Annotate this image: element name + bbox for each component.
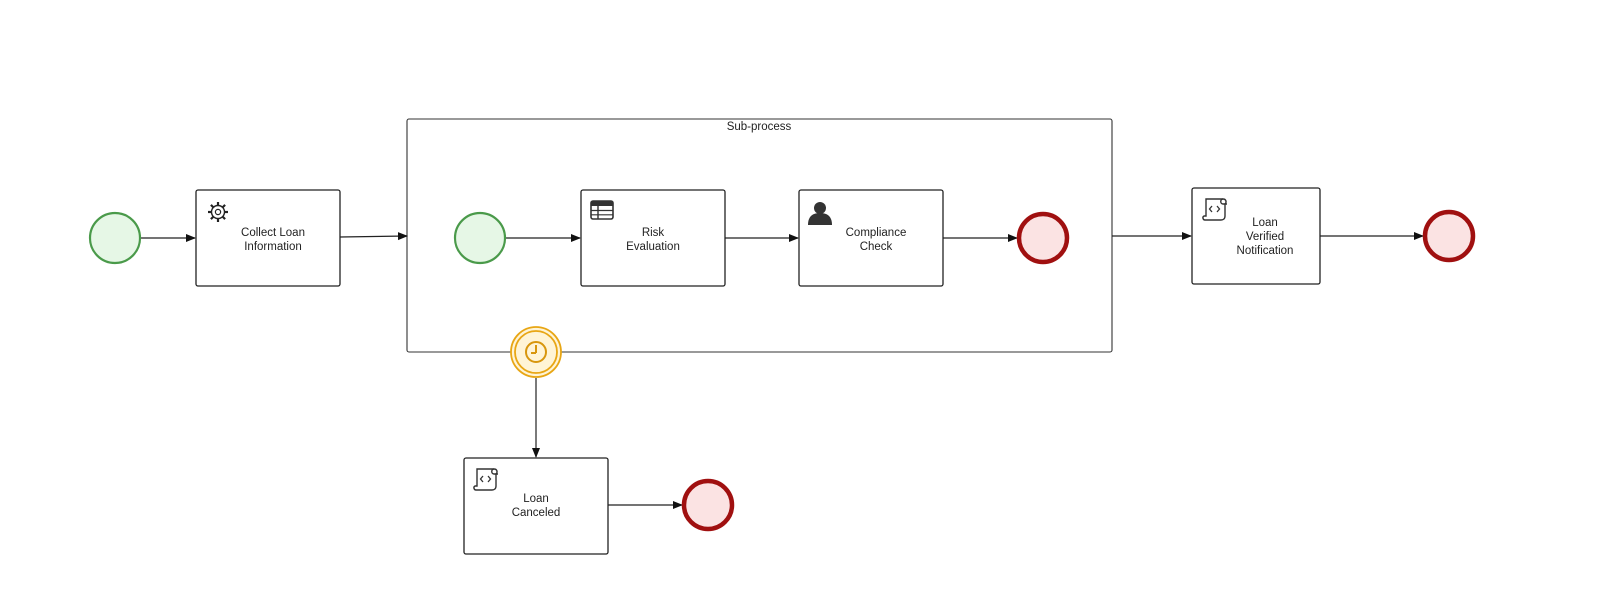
subprocess-container[interactable]: Sub-process	[406, 118, 1113, 353]
task-collect-loan-information[interactable]: Collect Loan Information	[195, 189, 341, 287]
subprocess-label: Sub-process	[727, 121, 792, 133]
table-icon	[590, 200, 614, 220]
user-icon	[808, 202, 832, 225]
gear-icon	[208, 202, 228, 222]
subprocess-start-event[interactable]	[453, 211, 507, 265]
task-risk-evaluation[interactable]: Risk Evaluation	[580, 189, 726, 287]
main-start-event[interactable]	[88, 211, 142, 265]
task-label-line: Notification	[1237, 245, 1294, 257]
subprocess-end-event[interactable]	[1016, 211, 1070, 265]
task-label-line: Loan	[1252, 217, 1278, 229]
task-label-line: Compliance	[846, 227, 907, 239]
task-label-line: Loan	[523, 493, 549, 505]
flow-collect-to-subprocess[interactable]	[339, 232, 408, 241]
task-label-line: Canceled	[512, 507, 561, 519]
task-label-line: Collect Loan	[241, 227, 305, 239]
task-label-line: Verified	[1246, 231, 1284, 243]
script-icon	[1202, 198, 1227, 221]
task-label-line: Evaluation	[626, 241, 680, 253]
task-loan-canceled[interactable]: Loan Canceled	[463, 457, 609, 555]
task-label-line: Information	[244, 241, 302, 253]
timer-boundary-event[interactable]	[510, 326, 562, 378]
task-label-line: Risk	[642, 227, 665, 239]
task-compliance-check[interactable]: Compliance Check	[798, 189, 944, 287]
task-loan-verified-notification[interactable]: Loan Verified Notification	[1191, 187, 1321, 285]
script-icon	[473, 468, 498, 491]
clock-icon	[525, 341, 547, 363]
main-end-event[interactable]	[1422, 209, 1476, 263]
task-label-line: Check	[860, 241, 893, 253]
sequence-flows	[141, 232, 1424, 509]
cancel-end-event[interactable]	[681, 478, 735, 532]
